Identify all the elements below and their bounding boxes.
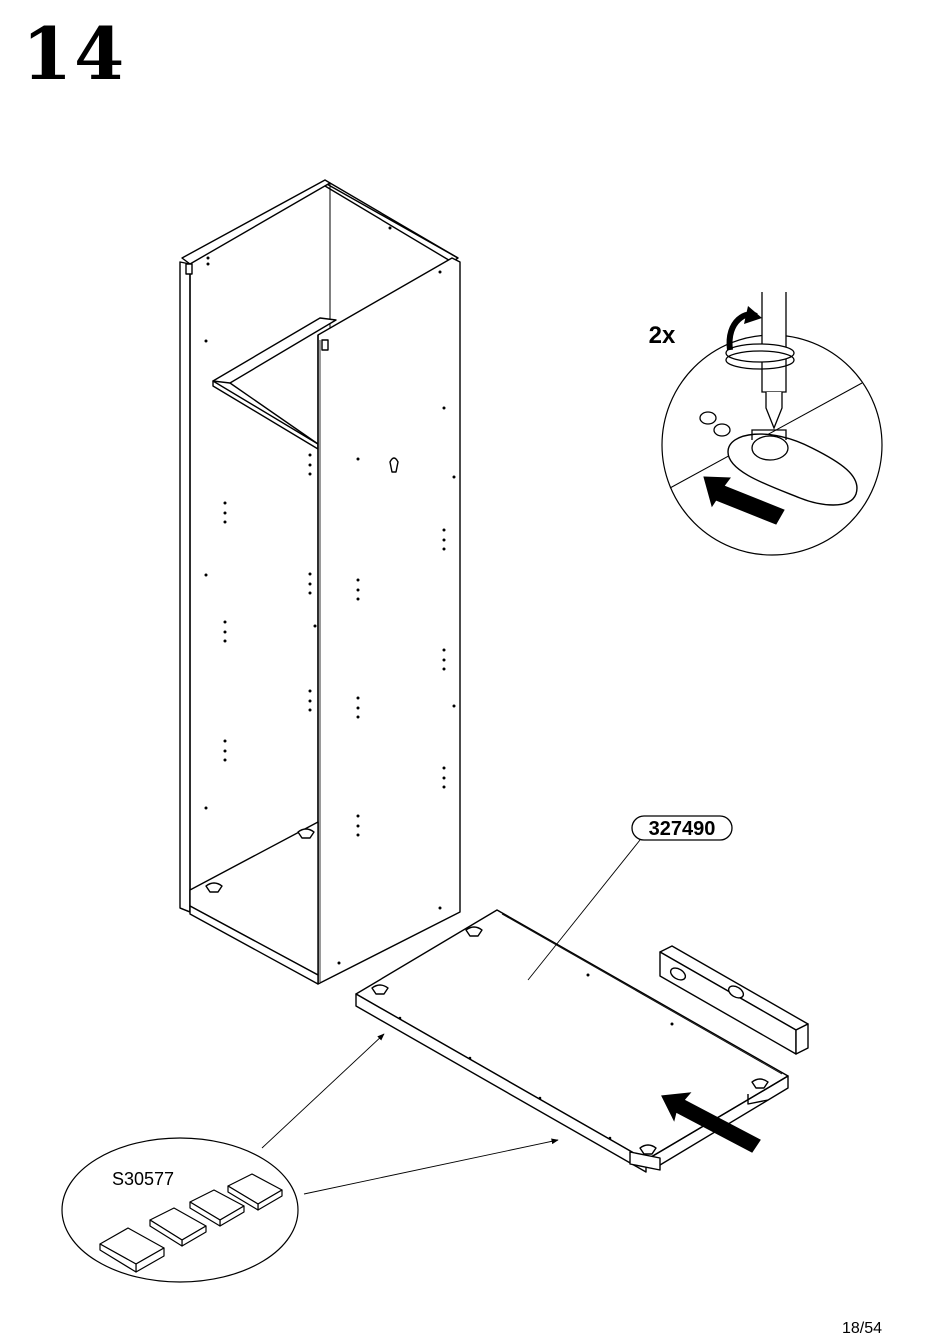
accessory-code-label: S30577 [112, 1169, 174, 1189]
quantity-label: 2x [649, 322, 676, 349]
page-number: 18/54 [842, 1320, 882, 1338]
screw-detail: 2x [649, 292, 882, 555]
panel-code-label: 327490 [649, 818, 716, 840]
wardrobe-carcass [180, 180, 460, 984]
